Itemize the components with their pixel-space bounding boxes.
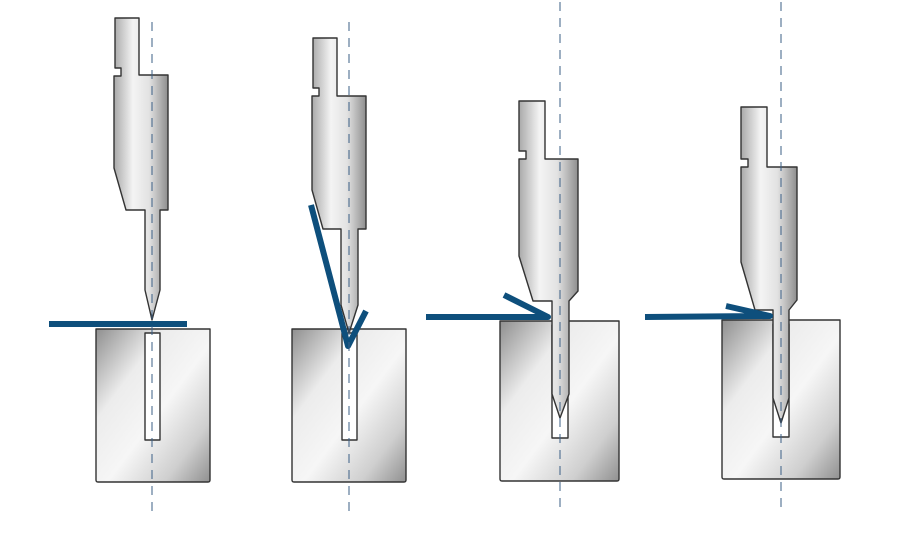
punch-1	[113, 17, 169, 321]
stage-1	[49, 17, 211, 512]
stage-3	[426, 2, 620, 512]
sheet-2	[308, 204, 369, 349]
die-3	[499, 320, 620, 482]
sheet-3	[426, 292, 551, 320]
die-1	[95, 328, 211, 483]
sheet-4	[644, 303, 773, 320]
stage-2	[291, 22, 407, 512]
punch-3	[518, 100, 579, 419]
stage-4	[644, 2, 841, 512]
punch-4	[740, 106, 798, 424]
punch-2	[311, 37, 367, 334]
